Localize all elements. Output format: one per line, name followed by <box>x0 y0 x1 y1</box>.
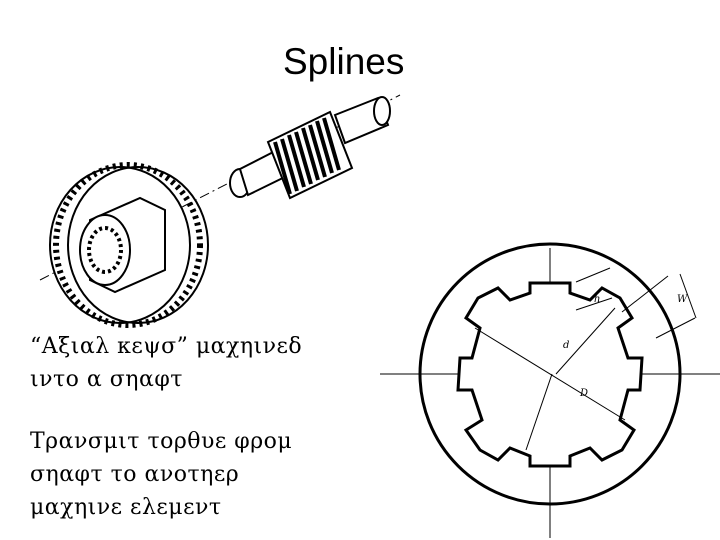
D-label: D <box>579 388 588 399</box>
gear-hub <box>49 162 209 328</box>
w-label: W <box>677 294 688 305</box>
bullet-axial-keys: “Αξιαλ κεψσ” μαχηινεδ ιντο α σηαφτ <box>30 330 302 396</box>
bullet-1-line-2: ιντο α σηαφτ <box>30 367 183 392</box>
bullet-2-line-1: Τρανσμιτ τορθυε φρομ <box>30 429 293 454</box>
diameter-d-arrow <box>525 307 616 451</box>
slide-title: Splines <box>283 41 405 82</box>
bullet-2-line-2: σηαφτ το ανοτηερ <box>30 462 240 487</box>
bullet-transmit-torque: Τρανσμιτ τορθυε φρομ σηαφτ το ανοτηερ μα… <box>30 425 292 524</box>
height-h-dimension <box>575 267 613 311</box>
d-label: d <box>563 340 569 351</box>
bullet-1-line-1: “Αξιαλ κεψσ” μαχηινεδ <box>30 334 303 359</box>
splined-shaft-illustration <box>39 94 401 328</box>
bullet-2-line-3: μαχηινε ελεμεντ <box>30 495 222 520</box>
diameter-D-arrow <box>474 327 626 421</box>
splined-shaft <box>229 96 391 200</box>
h-label: h <box>594 294 600 305</box>
width-W-dimension <box>621 273 697 339</box>
spline-cross-section-diagram: h W d D <box>380 242 720 538</box>
